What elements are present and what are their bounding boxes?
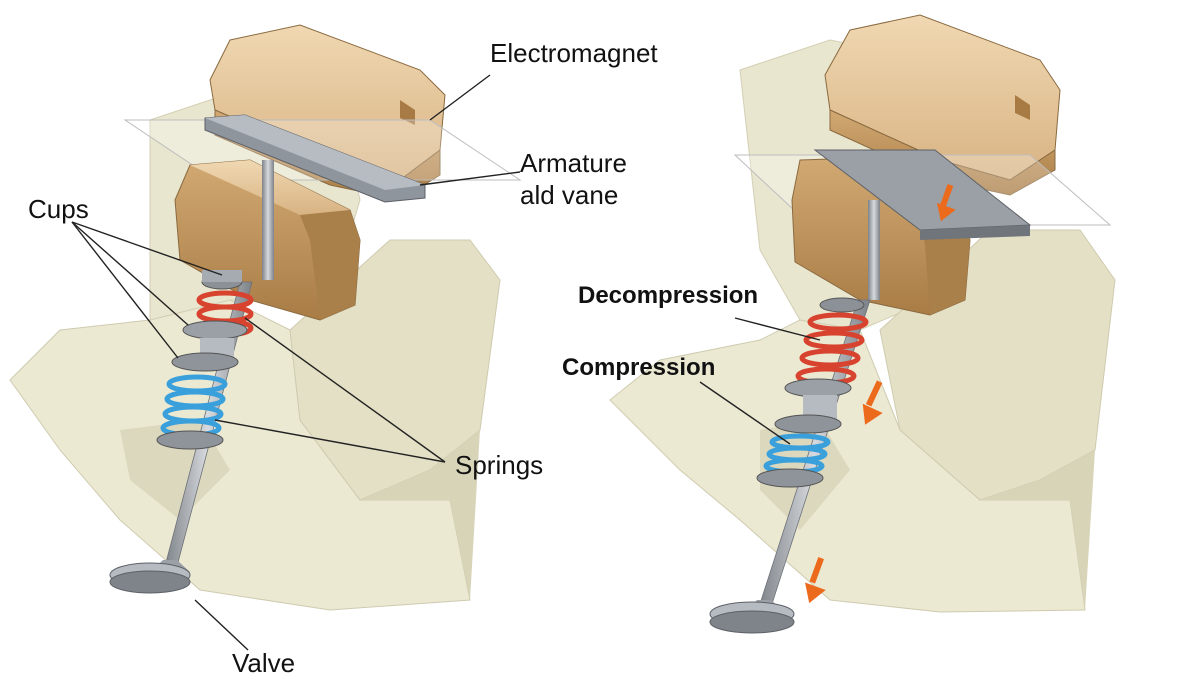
armature-label: Armature <box>520 148 627 178</box>
electromagnet-label: Electromagnet <box>490 38 658 68</box>
middle-cup-right <box>774 414 842 434</box>
lower-cup-right <box>756 468 824 488</box>
cup-down-arrow <box>862 380 883 425</box>
valve-down-arrow <box>805 557 826 604</box>
leader-lines-right <box>699 317 821 445</box>
armature-plate-left <box>204 114 426 203</box>
upper-retainer-right <box>819 297 865 313</box>
valve-stem-upper-right <box>868 200 880 300</box>
leader-lines-left <box>71 74 521 651</box>
valve-label: Valve <box>232 648 296 678</box>
valve-head-left <box>109 560 191 594</box>
open-state-panel <box>609 14 1116 634</box>
valve-head-right <box>709 600 795 634</box>
closed-state-panel <box>9 24 522 651</box>
upper-cup-left <box>182 320 248 340</box>
motion-arrows <box>805 183 956 604</box>
armature-down-arrow <box>936 183 956 222</box>
decompression-label: Decompression <box>578 282 759 309</box>
lower-spring-left <box>160 374 228 438</box>
springs-label: Springs <box>455 450 544 480</box>
valve-stem-upper-left <box>262 160 274 280</box>
compression-label: Compression <box>562 354 716 381</box>
middle-cup-left <box>171 352 239 372</box>
lower-cup-left <box>156 430 224 450</box>
cups-label: Cups <box>28 194 89 224</box>
armature-label-line2: ald vane <box>520 180 619 210</box>
upper-cup-right <box>784 378 852 398</box>
armature-plate-right <box>813 149 1032 240</box>
